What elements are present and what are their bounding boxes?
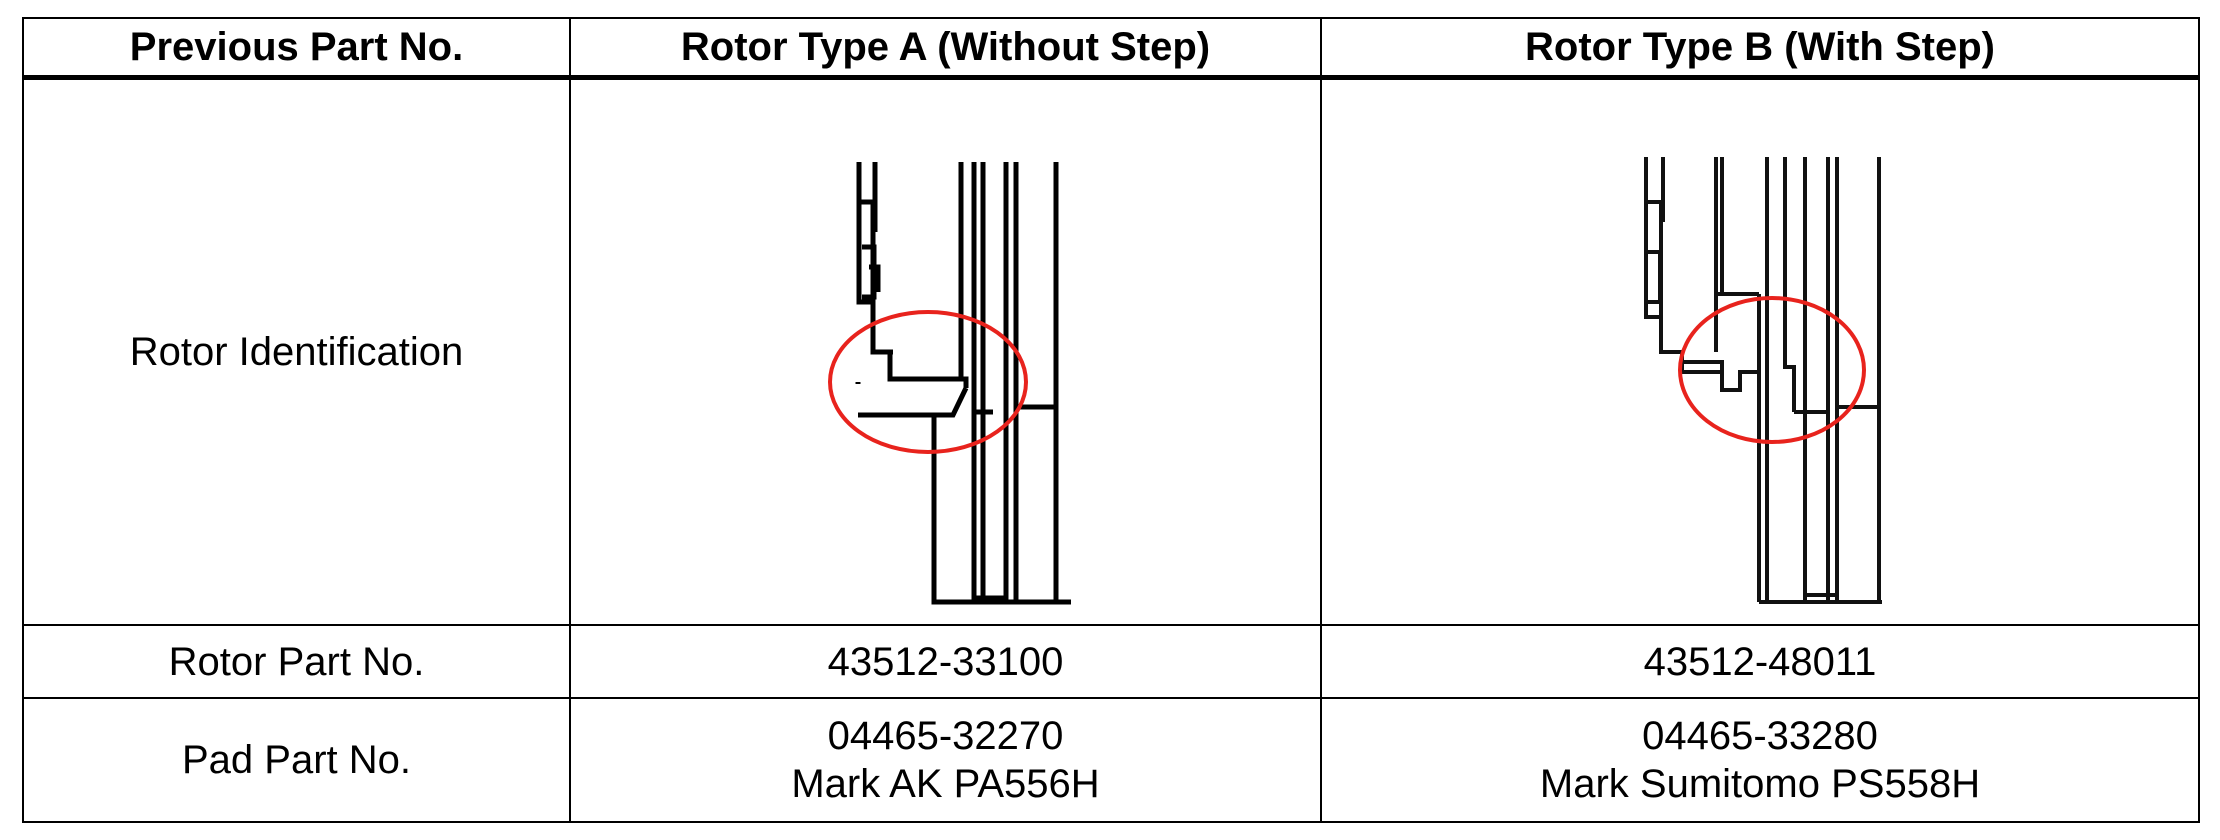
rotor-type-b-diagram-cell: [1320, 76, 2200, 626]
pad-part-no-type-b-mark: Mark Sumitomo PS558H: [1539, 762, 1981, 806]
header-rotor-type-b: Rotor Type B (With Step): [1320, 17, 2200, 80]
rotor-type-a-diagram-cell: [569, 76, 1322, 626]
pad-part-no-type-b-number: 04465-33280: [1642, 714, 1878, 758]
rotor-part-no-type-a: 43512-33100: [569, 624, 1322, 699]
pad-part-no-label: Pad Part No.: [22, 697, 571, 823]
pad-part-no-type-b-cell: 04465-33280 Mark Sumitomo PS558H: [1320, 697, 2200, 823]
pad-part-no-type-a-cell: 04465-32270 Mark AK PA556H: [569, 697, 1322, 823]
header-rotor-type-a: Rotor Type A (Without Step): [569, 17, 1322, 80]
pad-part-no-type-a-number: 04465-32270: [827, 714, 1064, 758]
header-row: Previous Part No. Rotor Type A (Without …: [22, 17, 2200, 80]
rotor-part-no-label: Rotor Part No.: [22, 624, 571, 699]
rotor-type-a-diagram: [828, 162, 1071, 605]
rotor-identification-label: Rotor Identification: [22, 76, 571, 626]
rotor-type-b-diagram: [1644, 157, 1882, 604]
rotor-part-no-type-b: 43512-48011: [1320, 624, 2200, 699]
header-previous-part-no: Previous Part No.: [22, 17, 571, 80]
rotor-identification-row: Rotor Identification: [22, 76, 2200, 626]
rotor-comparison-table: Previous Part No. Rotor Type A (Without …: [22, 17, 2200, 823]
rotor-part-no-row: Rotor Part No. 43512-33100 43512-48011: [22, 624, 2200, 699]
pad-part-no-type-a-mark: Mark AK PA556H: [791, 762, 1100, 806]
pad-part-no-row: Pad Part No. 04465-32270 Mark AK PA556H …: [22, 697, 2200, 823]
